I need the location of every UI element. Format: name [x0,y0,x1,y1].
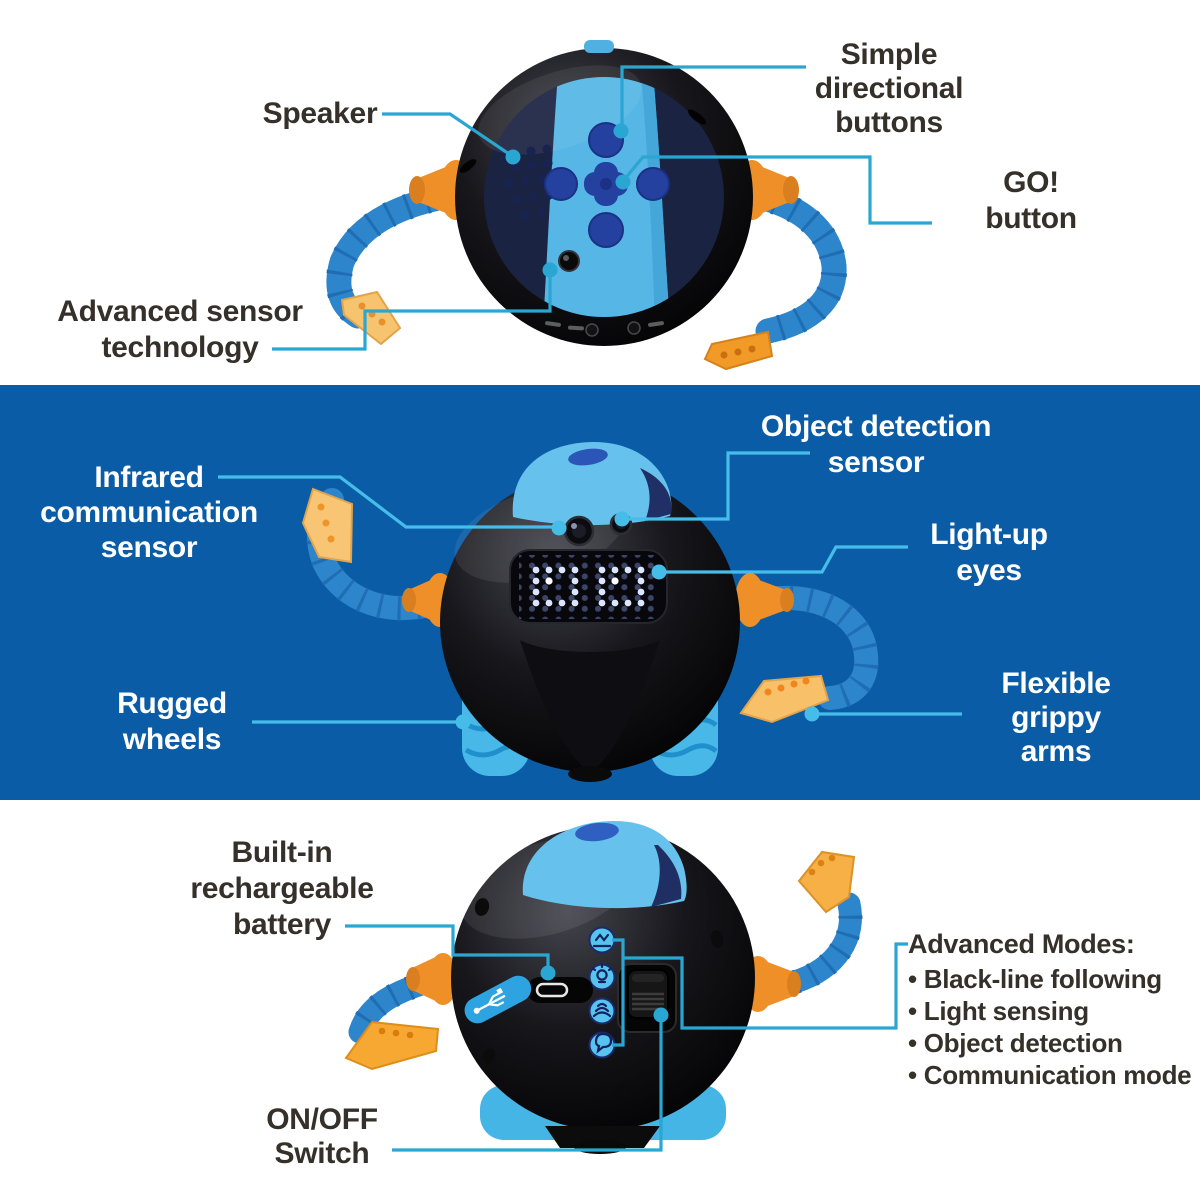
callout-line-go-button [621,155,932,225]
callout-bracket-mode-buttons [612,938,625,1047]
line-following-icon [592,933,612,948]
callout-line-advanced-modes [623,942,908,1030]
callout-line-advanced-sensor [272,273,552,351]
usb-plug [464,975,532,1024]
label-infrared-sensor: Infrared communication sensor [40,461,258,564]
callout-line-battery [345,924,550,968]
advanced-mode-item: Black-line following [908,963,1191,995]
left-arm [301,487,455,627]
label-battery: Built-in rechargeable battery [190,836,374,941]
light-bulb-icon [591,963,613,984]
label-directional-buttons: Simple directional buttons [814,38,964,139]
robot-side-view-illustration [344,821,863,1154]
advanced-modes-block: Advanced Modes: Black-line following Lig… [908,929,1192,1091]
label-go-button: GO! button [985,166,1077,235]
speech-bubble-icon [594,1032,613,1054]
label-speaker: Speaker [262,97,378,130]
speaker-grille [504,144,562,220]
robot-front-view-illustration [301,441,879,782]
directional-buttons [544,122,670,248]
label-advanced-sensor: Advanced sensor technology [57,295,303,364]
usb-charging-port [464,975,593,1024]
label-object-detection: Object detection sensor [760,410,992,479]
advanced-sensor [558,250,580,272]
top-tab [584,40,614,53]
left-claw [340,290,402,346]
left-arm [344,953,458,1071]
label-on-off-switch: ON/OFF Switch [266,1103,378,1170]
right-arm [735,573,879,724]
label-light-up-eyes: Light-up eyes [930,518,1048,587]
left-claw [344,1020,440,1071]
advanced-modes-list: Black-line following Light sensing Objec… [908,963,1192,1091]
callout-line-on-off-switch [392,1022,663,1152]
callout-line-directional-buttons [620,65,806,128]
head-cap [522,821,687,909]
advanced-mode-item: Light sensing [908,995,1191,1027]
callout-line-infrared [218,475,556,529]
callout-line-speaker [382,112,513,158]
callout-line-light-up-eyes [663,545,908,574]
right-claw [739,674,830,724]
right-claw [797,850,856,914]
advanced-mode-item: Object detection [908,1027,1191,1059]
molded-text-marks [545,321,664,337]
label-rugged-wheels: Rugged wheels [117,687,227,756]
advanced-mode-item: Communication mode [908,1059,1192,1091]
head-cap [512,441,672,526]
label-flexible-arms: Flexible grippy arms [1001,667,1111,768]
on-off-switch [617,963,677,1033]
advanced-modes-title: Advanced Modes: [908,929,1135,959]
detection-waves-icon [592,1002,612,1018]
screw-holes [474,898,724,1097]
light-up-eyes-display [509,549,668,624]
callout-line-object-detection [627,451,810,521]
callout-lines [218,65,962,1152]
robot-top-view-illustration [325,40,848,371]
